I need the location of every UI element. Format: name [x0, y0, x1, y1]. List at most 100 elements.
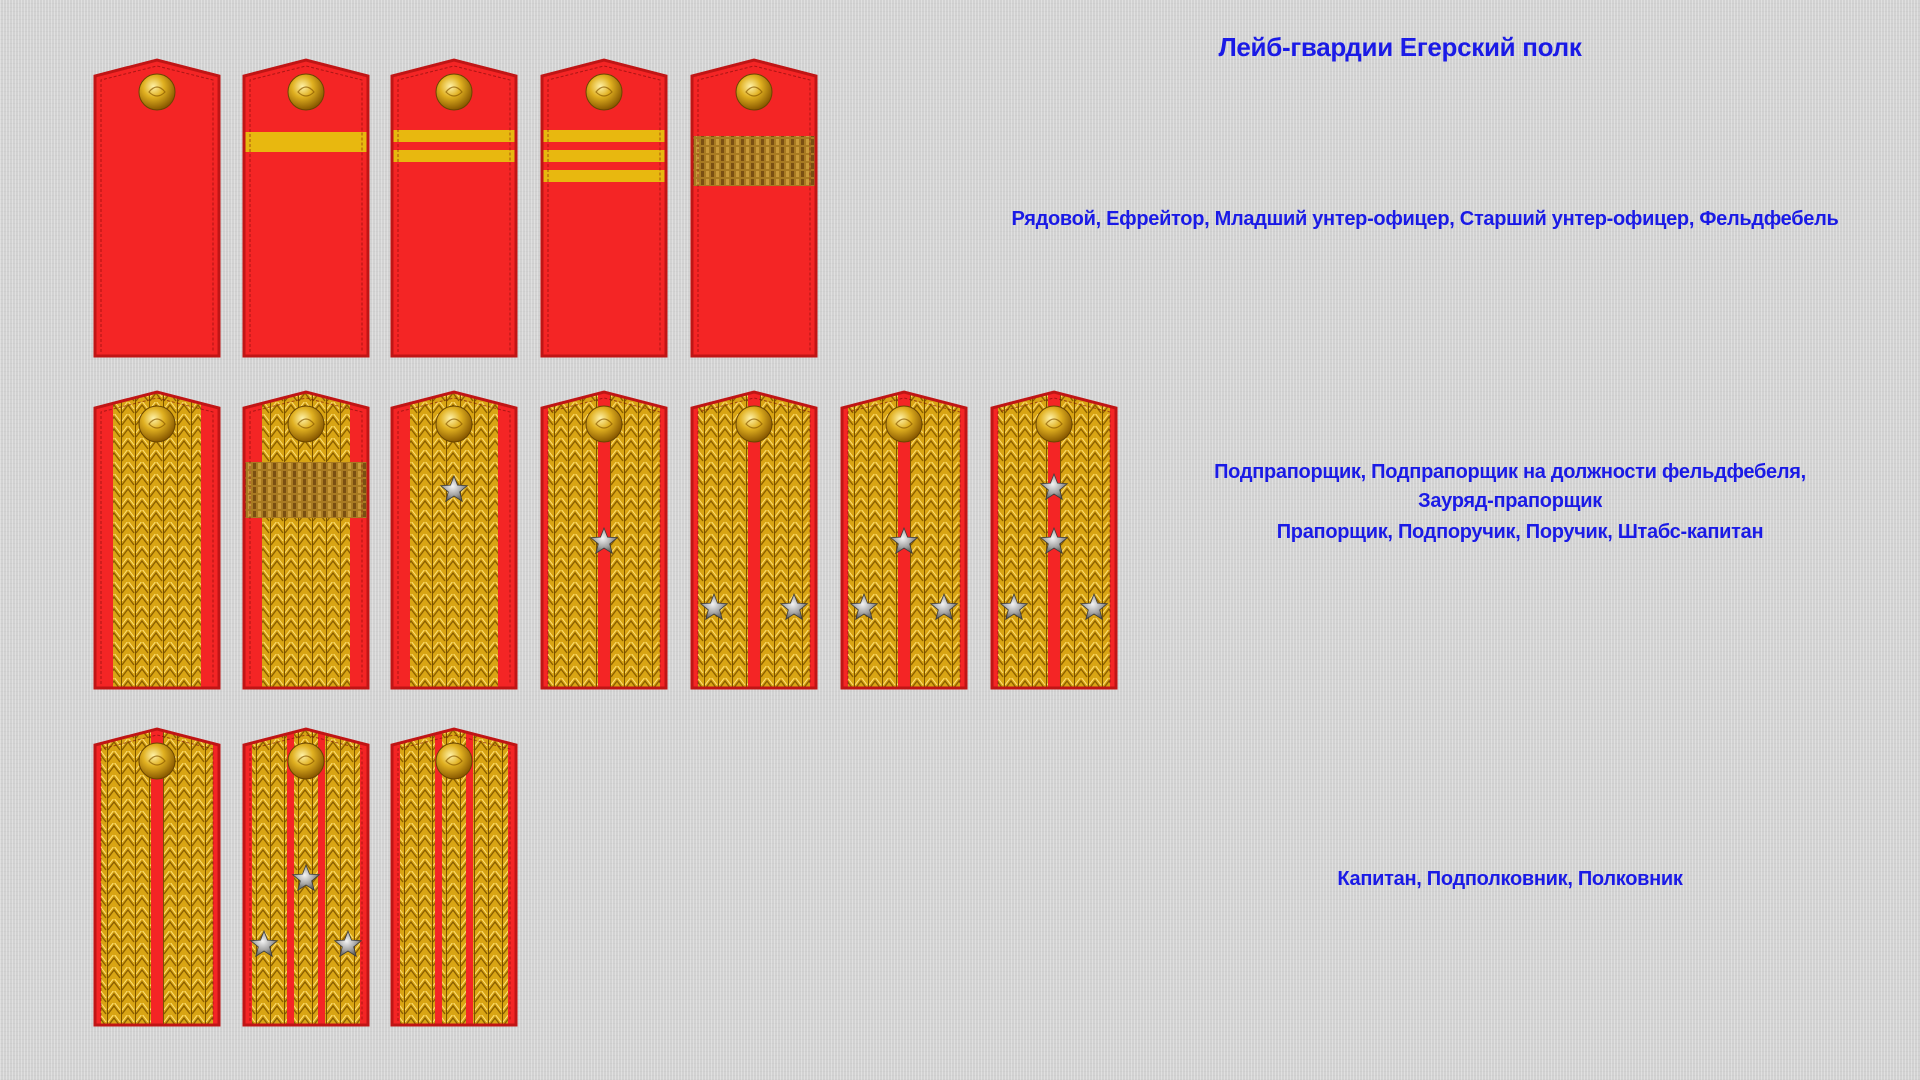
board-piping	[390, 390, 518, 690]
star-icon	[1039, 526, 1069, 555]
shoulder-board-feldfebel	[690, 58, 818, 358]
shoulder-board-efreytor	[242, 58, 370, 358]
eagle-emblem	[445, 755, 463, 766]
star-icon	[333, 929, 363, 958]
board-piping	[690, 390, 818, 690]
board-stitching	[547, 397, 661, 684]
eagle-button-icon	[138, 73, 176, 111]
board-stitching	[547, 65, 661, 352]
eagle-button-icon	[585, 405, 623, 443]
star-icon	[589, 526, 619, 555]
star-icon	[439, 474, 469, 503]
shoulder-board-podpolkovnik	[242, 727, 370, 1027]
eagle-emblem	[595, 418, 613, 429]
board-stitching	[249, 65, 363, 352]
shoulder-board-shtabs-kapitan	[990, 390, 1118, 690]
eagle-button-icon	[1035, 405, 1073, 443]
eagle-emblem	[445, 418, 463, 429]
eagle-button-icon	[287, 742, 325, 780]
board-stitching	[100, 734, 214, 1021]
eagle-emblem	[297, 755, 315, 766]
eagle-emblem	[445, 86, 463, 97]
star-icon	[779, 592, 809, 621]
eagle-button-icon	[138, 742, 176, 780]
gold-galloon	[848, 392, 898, 688]
shoulder-board-kapitan	[93, 727, 221, 1027]
board-cloth	[692, 60, 816, 356]
board-piping	[390, 58, 518, 358]
board-stitching	[697, 397, 811, 684]
board-stitching	[397, 734, 511, 1021]
rank-stripe	[542, 170, 666, 182]
gold-galloon	[325, 729, 360, 1025]
shoulder-board-starshiy-unter-ofitser	[540, 58, 668, 358]
rank-stripe	[392, 130, 516, 142]
eagle-button-icon	[138, 405, 176, 443]
shoulder-board-polkovnik	[390, 727, 518, 1027]
gold-galloon	[610, 392, 660, 688]
eagle-button-icon	[585, 73, 623, 111]
eagle-button-icon	[885, 405, 923, 443]
star-icon	[849, 592, 879, 621]
rank-lace-stripe	[692, 136, 816, 186]
rank-stripe	[542, 130, 666, 142]
board-piping	[93, 727, 221, 1027]
eagle-emblem	[297, 86, 315, 97]
board-stitching	[249, 397, 363, 684]
board-piping	[93, 58, 221, 358]
board-piping	[690, 58, 818, 358]
shoulder-board-praporshchik	[540, 390, 668, 690]
gold-galloon	[1060, 392, 1110, 688]
eagle-emblem	[148, 418, 166, 429]
eagle-emblem	[745, 86, 763, 97]
gold-galloon	[400, 729, 435, 1025]
board-stitching	[397, 65, 511, 352]
shoulder-board-zauryad-praporshchik	[390, 390, 518, 690]
gold-galloon	[252, 729, 287, 1025]
eagle-button-icon	[435, 742, 473, 780]
star-icon	[1039, 472, 1069, 501]
caption-subensign-ranks: Подпрапорщик, Подпрапорщик на должности …	[1150, 458, 1870, 516]
caption-junior-officer-ranks: Прапорщик, Подпоручик, Поручик, Штабс-ка…	[1276, 521, 1764, 543]
eagle-emblem	[297, 418, 315, 429]
rank-stripe	[392, 150, 516, 162]
star-icon	[291, 863, 321, 892]
gold-galloon	[698, 392, 748, 688]
gold-galloon	[998, 392, 1048, 688]
board-piping	[242, 727, 370, 1027]
shoulder-board-podporuchik	[690, 390, 818, 690]
rank-stripe	[244, 132, 368, 152]
star-icon	[929, 592, 959, 621]
board-stitching	[100, 65, 214, 352]
board-stitching	[100, 397, 214, 684]
board-stitching	[397, 397, 511, 684]
gold-galloon	[910, 392, 960, 688]
star-icon	[249, 929, 279, 958]
board-piping	[242, 390, 370, 690]
eagle-button-icon	[435, 73, 473, 111]
rank-stripe	[542, 150, 666, 162]
board-piping	[840, 390, 968, 690]
star-icon	[889, 526, 919, 555]
gold-galloon	[760, 392, 810, 688]
eagle-button-icon	[287, 405, 325, 443]
eagle-button-icon	[735, 405, 773, 443]
eagle-button-icon	[287, 73, 325, 111]
eagle-button-icon	[435, 405, 473, 443]
eagle-button-icon	[735, 73, 773, 111]
shoulder-board-podpraporshchik	[93, 390, 221, 690]
board-stitching	[697, 65, 811, 352]
board-stitching	[997, 397, 1111, 684]
caption-subensign-line-1: Подпрапорщик, Подпрапорщик на должности …	[1214, 461, 1806, 483]
rank-lace-stripe	[244, 462, 368, 518]
board-piping	[540, 58, 668, 358]
shoulder-board-mladshiy-unter-ofitser	[390, 58, 518, 358]
caption-subensign-line-2: Зауряд-прапорщик	[1418, 490, 1602, 512]
gold-galloon	[101, 729, 151, 1025]
caption-enlisted-ranks: Рядовой, Ефрейтор, Младший унтер-офицер,…	[1011, 208, 1839, 230]
board-cloth	[95, 60, 219, 356]
eagle-emblem	[895, 418, 913, 429]
star-icon	[999, 592, 1029, 621]
gold-galloon	[163, 729, 213, 1025]
eagle-emblem	[595, 86, 613, 97]
